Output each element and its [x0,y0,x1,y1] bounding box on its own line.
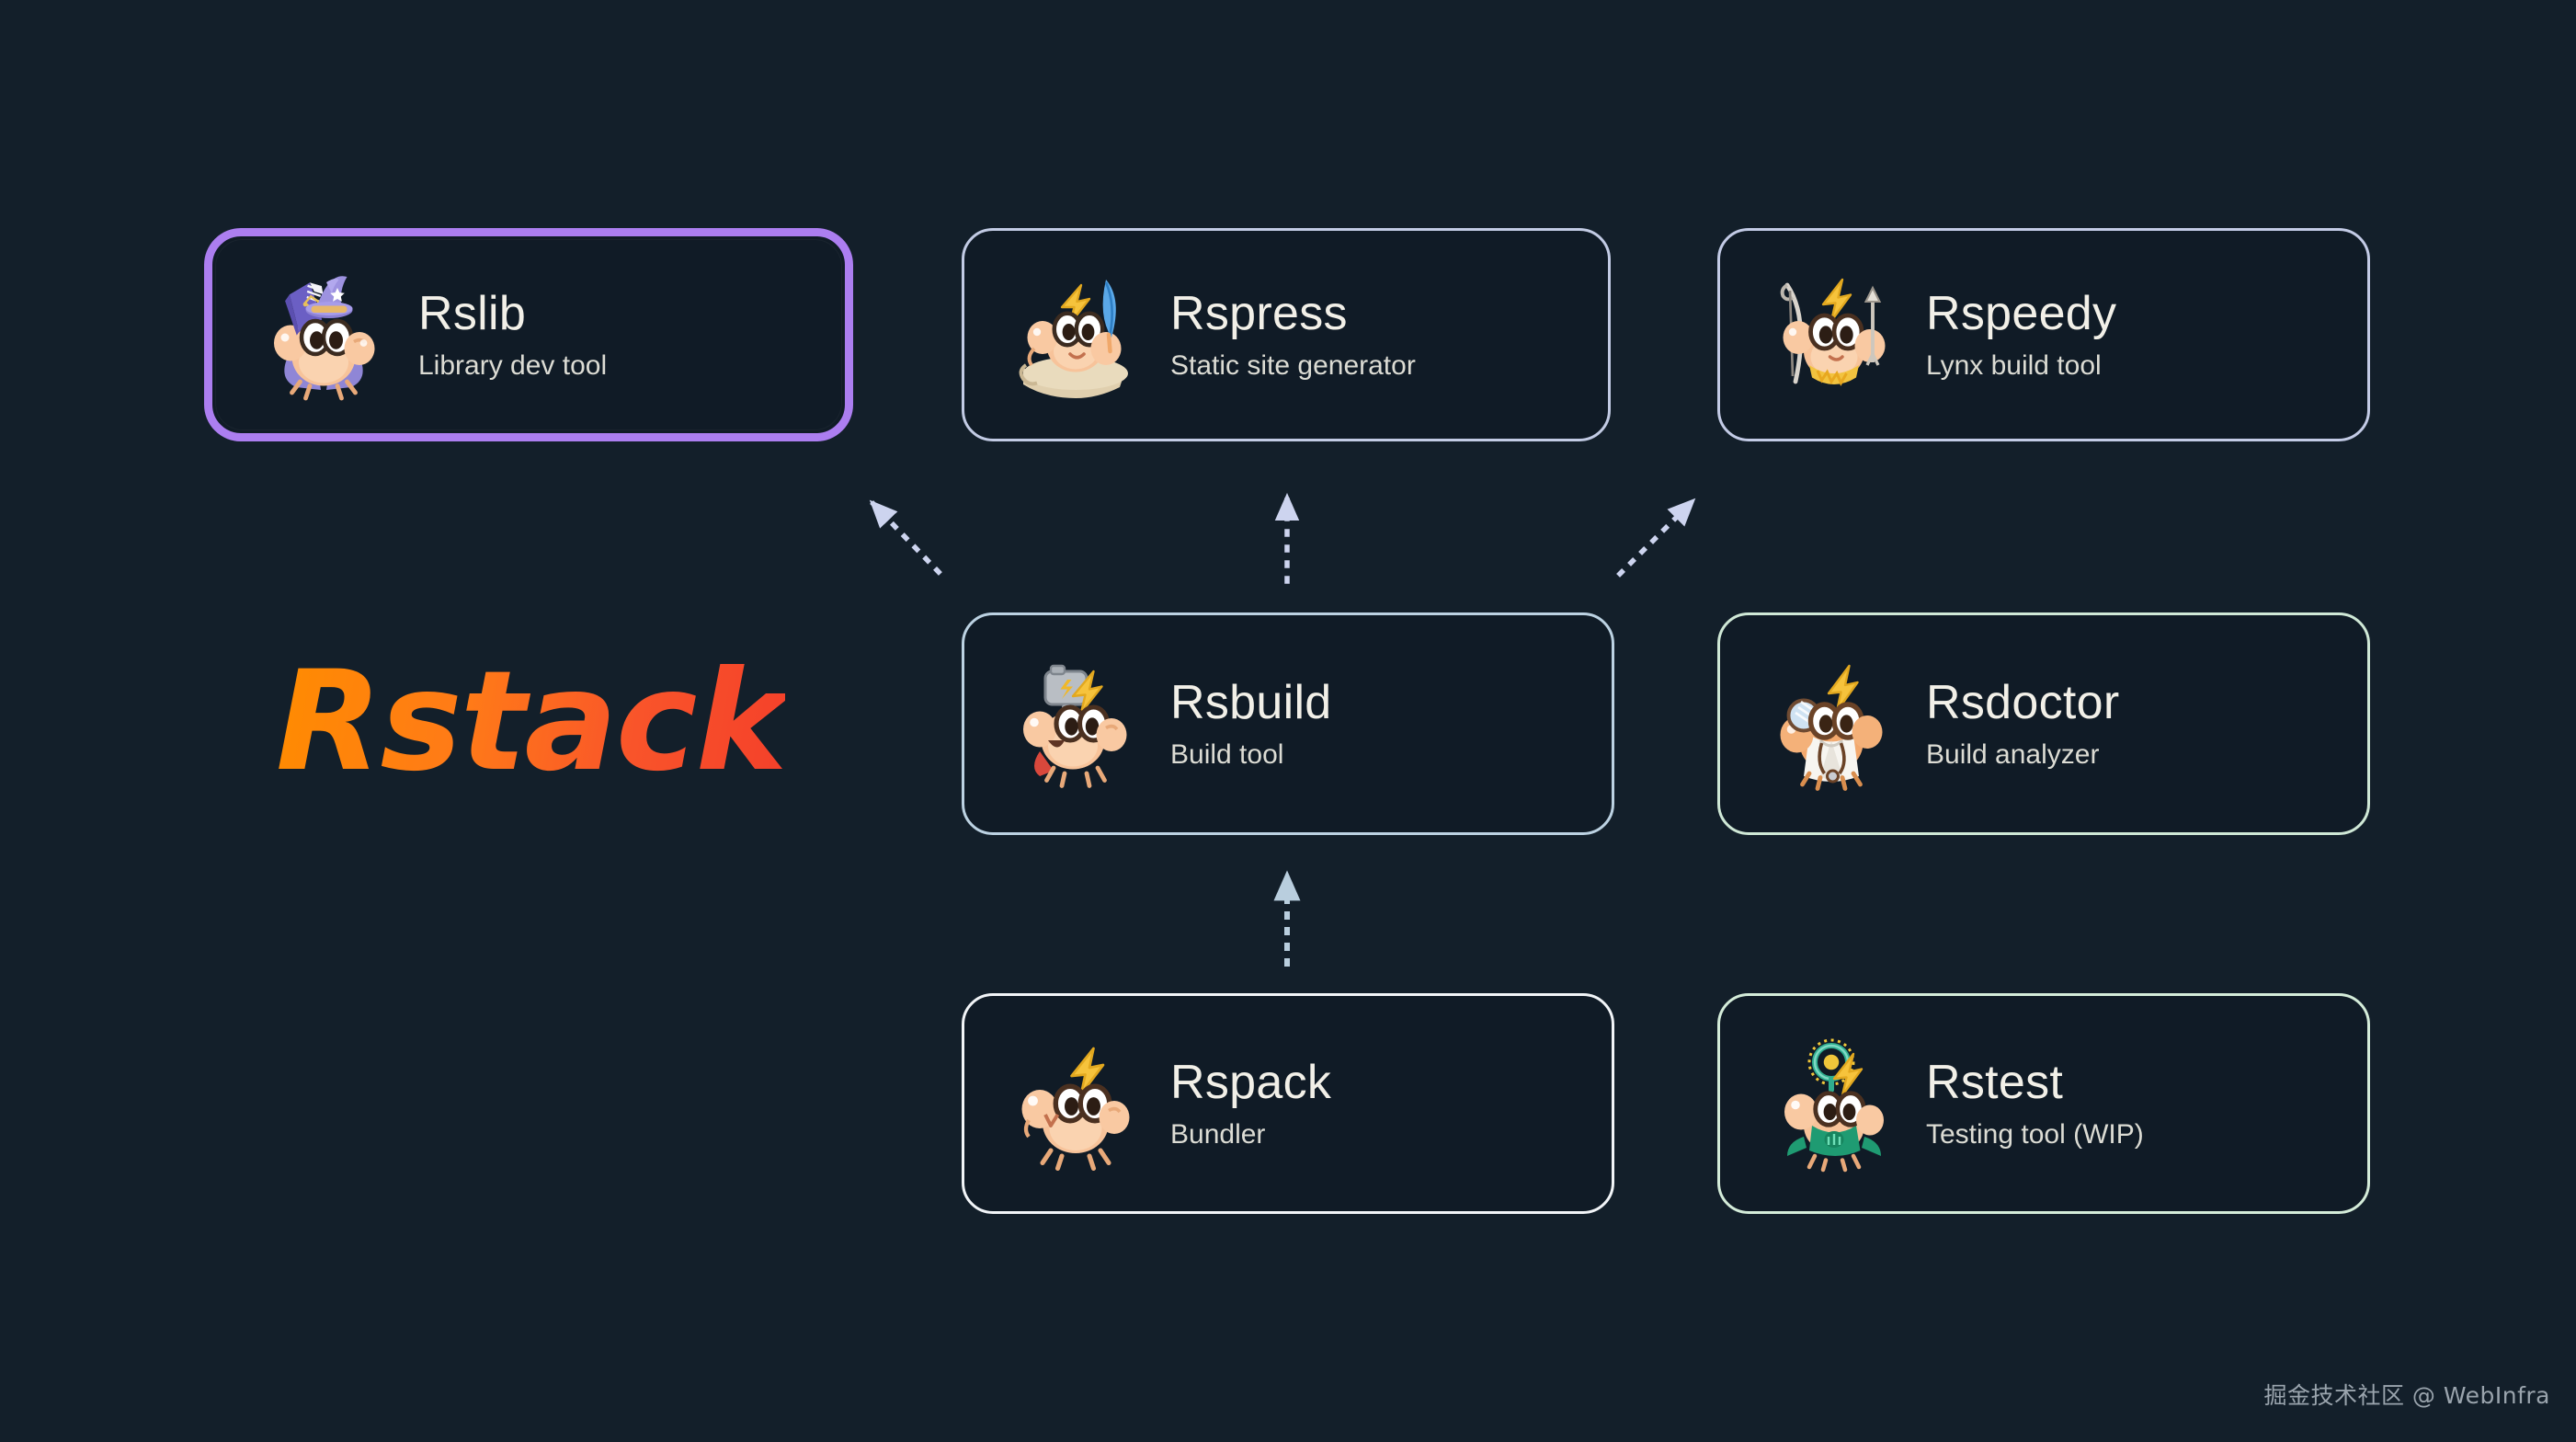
card-rsbuild-title: Rsbuild [1170,676,1332,729]
crab-with-hammer-icon [1007,655,1145,793]
crab-with-lightning-bolt-icon [1007,1035,1145,1173]
crab-doctor-with-stethoscope-icon [1762,655,1900,793]
card-rspeedy-title: Rspeedy [1926,287,2117,340]
card-rspress-text: Rspress Static site generator [1170,290,1416,380]
card-rsbuild[interactable]: Rsbuild Build tool [962,612,1614,835]
card-rstest-subtitle: Testing tool (WIP) [1926,1119,2144,1150]
card-rstest-title: Rstest [1926,1056,2064,1109]
crab-with-halo-ring-icon [1762,1035,1900,1173]
card-rslib-subtitle: Library dev tool [418,350,608,381]
card-rspeedy-text: Rspeedy Lynx build tool [1926,290,2116,380]
card-rsbuild-subtitle: Build tool [1170,739,1284,770]
rstack-logo: Rstack [276,644,827,800]
crab-wizard-with-spellbook-icon [255,266,393,404]
card-rspeedy-subtitle: Lynx build tool [1926,350,2102,381]
card-rsdoctor-text: Rsdoctor Build analyzer [1926,679,2119,769]
card-rspress-title: Rspress [1170,287,1348,340]
card-rsdoctor-subtitle: Build analyzer [1926,739,2100,770]
card-rspack-subtitle: Bundler [1170,1119,1266,1150]
connector-rsbuild-to-rslib [869,499,942,576]
crab-archer-with-bow-icon [1762,266,1900,404]
card-rspack[interactable]: Rspack Bundler [962,993,1614,1214]
card-rspeedy[interactable]: Rspeedy Lynx build tool [1717,228,2370,441]
card-rsdoctor-title: Rsdoctor [1926,676,2120,729]
card-rsbuild-text: Rsbuild Build tool [1170,679,1332,769]
card-rstest[interactable]: Rstest Testing tool (WIP) [1717,993,2370,1214]
card-rslib-title: Rslib [418,287,527,340]
connector-rsbuild-to-rspeedy [1616,498,1696,578]
watermark: 掘金技术社区 @ WebInfra [2263,1382,2550,1409]
card-rspack-text: Rspack Bundler [1170,1059,1331,1149]
card-rstest-text: Rstest Testing tool (WIP) [1926,1059,2144,1149]
card-rspress-subtitle: Static site generator [1170,350,1416,381]
card-rsdoctor[interactable]: Rsdoctor Build analyzer [1717,612,2370,835]
crab-with-quill-and-scroll-icon [1007,266,1145,404]
rstack-wordmark: Rstack [276,642,787,802]
card-rspack-title: Rspack [1170,1056,1332,1109]
card-rslib-text: Rslib Library dev tool [418,290,607,380]
card-rspress[interactable]: Rspress Static site generator [962,228,1611,441]
card-rslib[interactable]: Rslib Library dev tool [204,228,853,441]
